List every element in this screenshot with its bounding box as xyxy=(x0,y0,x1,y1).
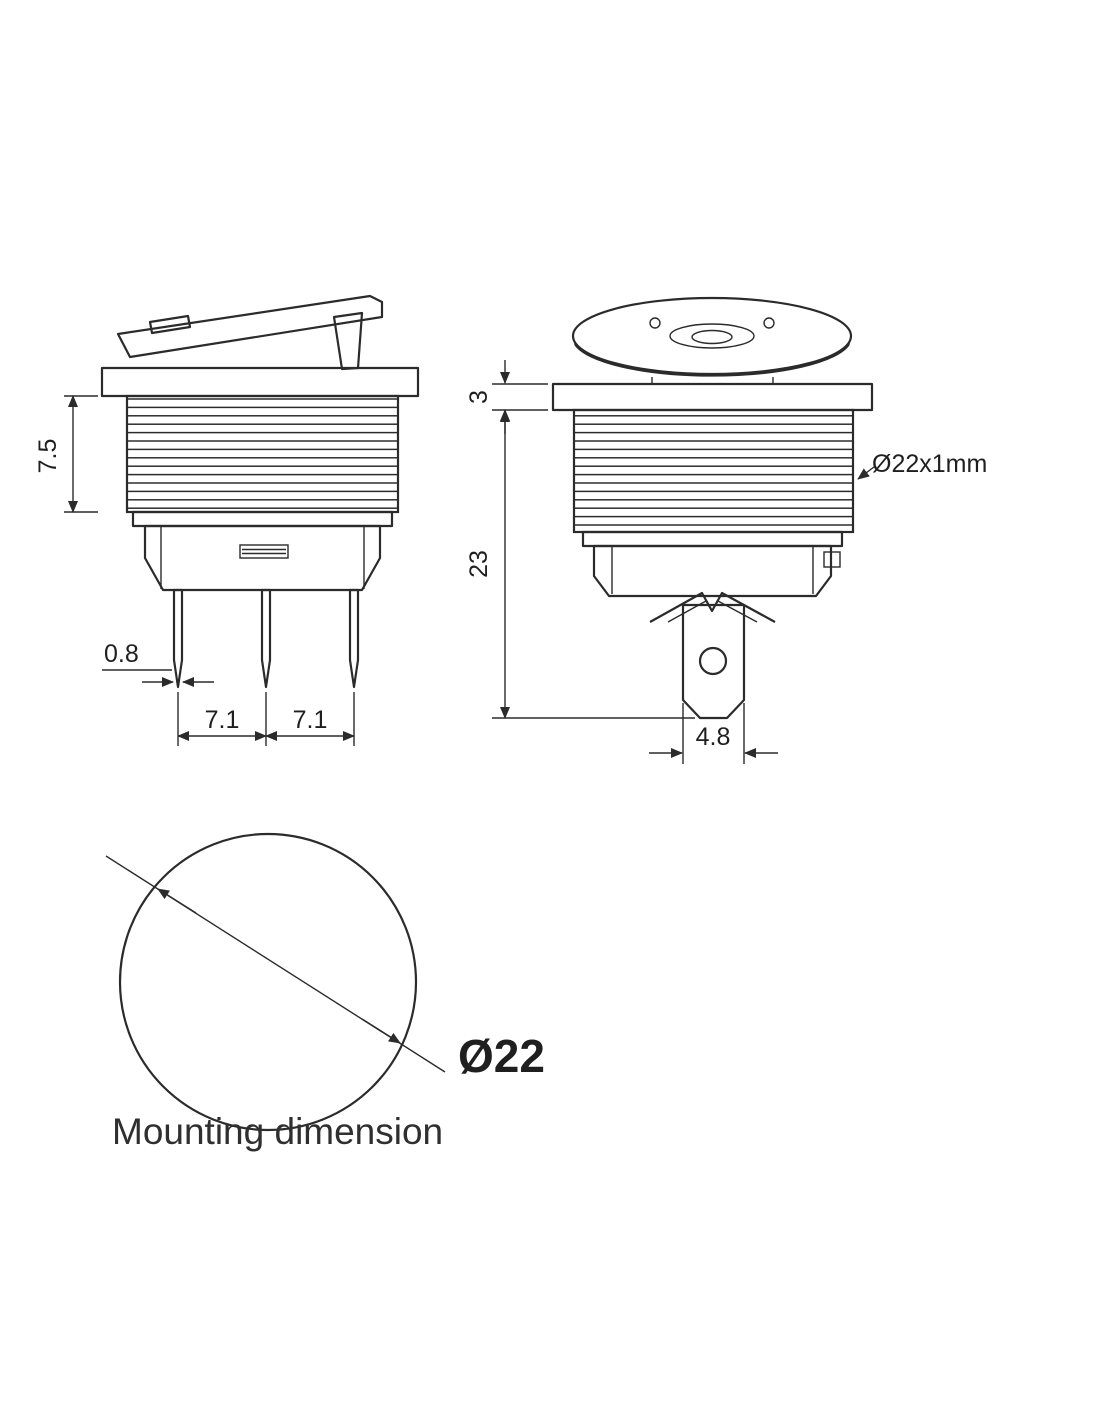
thread-spec-callout: Ø22x1mm xyxy=(857,450,987,480)
button-face xyxy=(571,296,853,376)
dim-terminal-width: 4.8 xyxy=(649,703,778,764)
side-housing-base xyxy=(592,544,833,598)
dim-thread-height: 7.5 xyxy=(34,395,98,513)
thread-spec-label: Ø22x1mm xyxy=(872,450,987,478)
button-face-thickness xyxy=(574,343,850,377)
terminal-hole xyxy=(698,646,728,676)
face-edge-left xyxy=(572,335,576,345)
cap-notch xyxy=(148,314,192,335)
mounting-diameter-label: Ø22 xyxy=(458,1030,545,1082)
dim-pin-width: 0.8 xyxy=(102,640,214,687)
face-edge-right xyxy=(848,335,852,345)
mounting-hole-circle xyxy=(118,832,418,1132)
housing-band xyxy=(131,510,394,528)
front-view: 7.5 0.8 7.1 7.1 xyxy=(34,294,420,746)
terminal-lug xyxy=(681,603,746,720)
flange xyxy=(100,366,420,398)
housing-base xyxy=(143,524,382,592)
face-center-detail xyxy=(691,329,733,345)
face-inner-ring xyxy=(669,323,755,349)
dim-pin-width-label: 0.8 xyxy=(104,640,139,668)
diameter-arrow-lower xyxy=(361,1018,401,1044)
dim-pin-pitch-right-label: 7.1 xyxy=(293,706,328,734)
face-hole-right xyxy=(763,317,775,329)
actuator-cap xyxy=(116,294,384,359)
side-housing-tab xyxy=(823,551,841,568)
pin-middle xyxy=(260,588,272,689)
thread-body xyxy=(125,394,400,514)
side-thread-body xyxy=(572,408,855,534)
dim-pin-pitch: 7.1 7.1 xyxy=(177,692,355,746)
dim-thread-height-label: 7.5 xyxy=(34,439,62,474)
side-housing-band xyxy=(581,530,844,548)
mounting-view: Ø22 Mounting dimension xyxy=(105,832,545,1152)
dim-pin-pitch-left-label: 7.1 xyxy=(205,706,240,734)
dim-flange-height: 3 xyxy=(465,360,548,434)
pin-left xyxy=(172,588,184,689)
face-hole-left xyxy=(649,317,661,329)
dim-body-length-label: 23 xyxy=(465,550,493,578)
dim-body-length: 23 xyxy=(465,409,695,719)
side-view: 3 23 Ø22x1mm 4.8 xyxy=(465,296,987,764)
pin-right xyxy=(348,588,360,689)
housing-slot xyxy=(239,544,289,559)
dim-terminal-width-label: 4.8 xyxy=(696,723,731,751)
retaining-clip xyxy=(649,591,776,623)
side-flange xyxy=(551,382,874,412)
mounting-caption: Mounting dimension xyxy=(112,1111,443,1152)
diameter-arrow-upper xyxy=(157,888,197,914)
dim-flange-height-label: 3 xyxy=(465,390,493,404)
